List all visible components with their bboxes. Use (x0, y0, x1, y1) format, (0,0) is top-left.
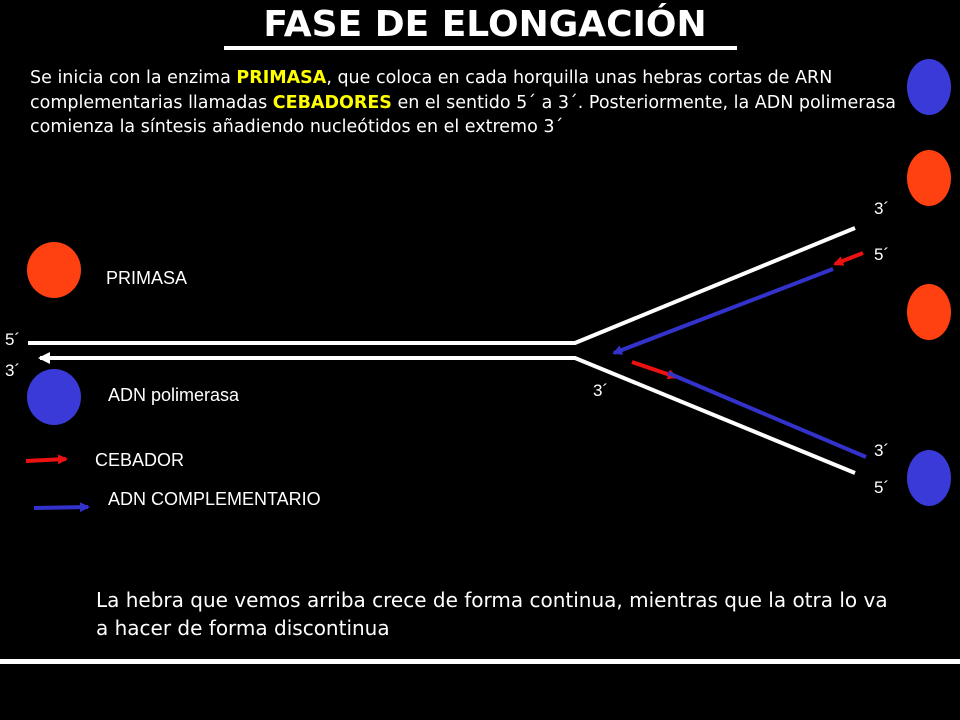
footer-divider (0, 659, 960, 664)
end-label-upper-primer: 5´ (874, 245, 890, 264)
end-label-lower-bottom: 5´ (874, 478, 890, 497)
parental-strand-bottom (38, 352, 856, 475)
primasa-icon (27, 242, 81, 298)
legend-primasa-label: PRIMASA (106, 268, 188, 288)
end-label-lower-top: 3´ (874, 441, 890, 460)
complementario-legend-arrow (33, 502, 90, 513)
primasa-highlight: PRIMASA (236, 68, 327, 88)
intro-paragraph: Se inicia con la enzima PRIMASA, que col… (30, 66, 900, 140)
page-title: FASE DE ELONGACIÓN (263, 4, 707, 45)
end-label-upper-top: 3´ (874, 199, 890, 218)
intro-text-1: Se inicia con la enzima (30, 68, 237, 88)
end-label-left-top: 5´ (5, 330, 21, 349)
decor-blue-circle-top (907, 59, 951, 115)
title-underline (224, 46, 737, 50)
parental-strand-top (28, 226, 856, 345)
legend-cebador-label: CEBADOR (95, 450, 185, 470)
end-label-left-bottom: 3´ (5, 361, 21, 380)
legend-polimerasa-label: ADN polimerasa (108, 385, 240, 405)
conclusion-text: La hebra que vemos arriba crece de forma… (96, 588, 888, 640)
complementary-lower-arrow (667, 371, 867, 459)
legend-complementario-label: ADN COMPLEMENTARIO (108, 489, 321, 509)
end-label-fork-center: 3´ (593, 381, 609, 400)
cebador-legend-arrow (25, 454, 68, 465)
primer-upper-arrow (833, 251, 864, 266)
decor-red-circle-2 (907, 284, 951, 340)
polimerasa-icon (27, 369, 81, 425)
intro-text-2: , que coloca en cada horquilla unas hebr… (30, 68, 833, 113)
intro-text-3: en el sentido 5´ a 3´. Posteriormente, l… (30, 92, 896, 138)
decor-blue-circle-bottom (907, 450, 951, 506)
cebadores-highlight: CEBADORES (272, 92, 392, 113)
decor-red-circle-1 (907, 150, 951, 206)
complementary-upper-arrow (612, 267, 834, 355)
